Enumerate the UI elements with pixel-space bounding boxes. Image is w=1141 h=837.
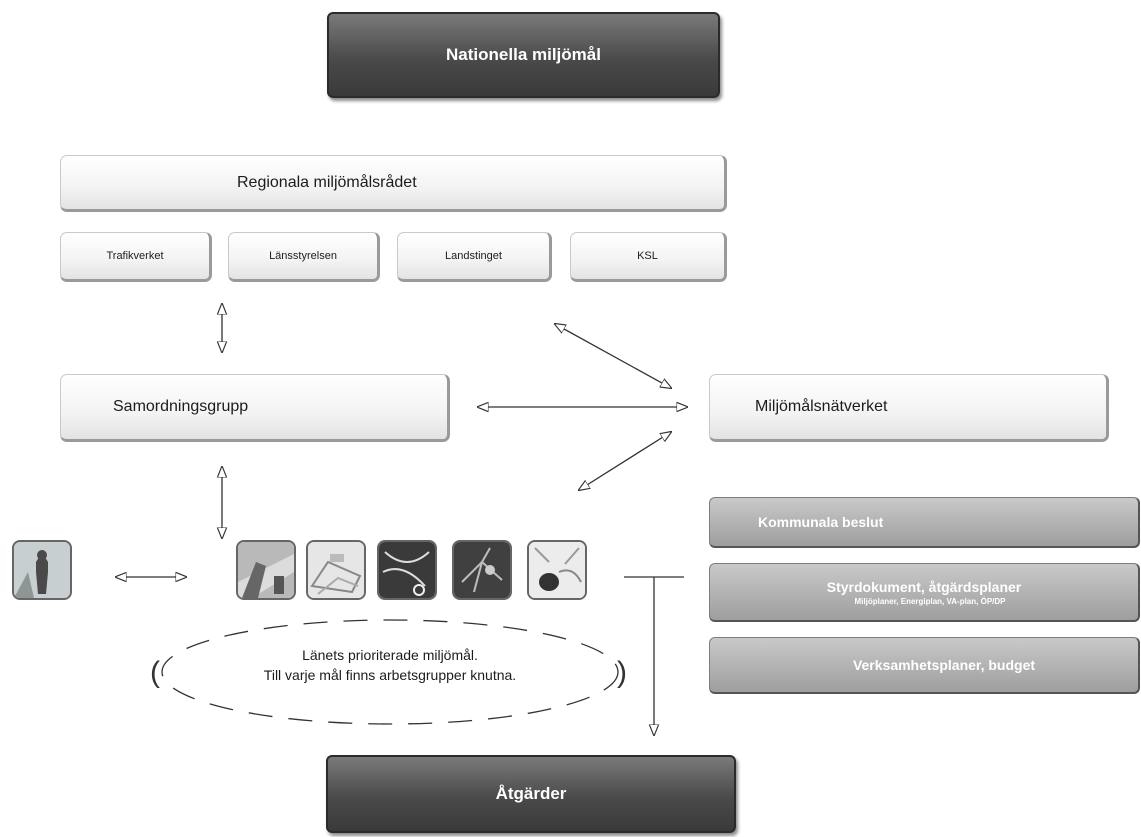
arrow-network-tiles [579,432,671,490]
regional-council-label: Regionala miljömålsrådet [237,173,417,191]
network-box: Miljömålsnätverket [709,374,1109,442]
member-lansstyrelsen: Länsstyrelsen [228,232,380,282]
person-icon [12,540,72,600]
national-goals-label: Nationella miljömål [446,45,601,64]
map-icon [377,540,437,600]
network-label: Miljömålsnätverket [755,398,888,415]
arrow-members-network [555,324,671,388]
coordination-group-label: Samordningsgrupp [113,398,249,415]
road-icon [236,540,296,600]
actions-box: Åtgärder [326,755,736,833]
documents-sublabel: Miljöplaner, Energiplan, VA-plan, ÖP/DP [854,596,1006,606]
coordination-group-box: Samordningsgrupp [60,374,450,442]
paren-right: ) [617,656,627,689]
priorities-text: Länets prioriterade miljömål. Till varje… [230,645,550,685]
regional-council-box: Regionala miljömålsrådet [60,155,727,212]
national-goals-box: Nationella miljömål [327,12,720,98]
priorities-ellipse [161,619,619,725]
priorities-line1: Länets prioriterade miljömål. [302,647,478,663]
municipal-decisions-label: Kommunala beslut [758,514,884,530]
member-landstinget: Landstinget [397,232,552,282]
city-icon [306,540,366,600]
documents-label: Styrdokument, åtgärdsplaner [826,578,1022,595]
business-plans-label: Verksamhetsplaner, budget [852,657,1036,673]
actions-label: Åtgärder [495,784,567,803]
documents-box: Styrdokument, åtgärdsplaner Miljöplaner,… [709,563,1140,622]
nature-icon [527,540,587,600]
municipal-decisions-box: Kommunala beslut [709,497,1140,548]
priorities-line2: Till varje mål finns arbetsgrupper knutn… [263,667,517,683]
paren-left: ( [150,656,160,689]
business-plans-box: Verksamhetsplaner, budget [709,637,1140,694]
member-trafikverket: Trafikverket [60,232,212,282]
member-ksl: KSL [570,232,727,282]
network-icon [452,540,512,600]
